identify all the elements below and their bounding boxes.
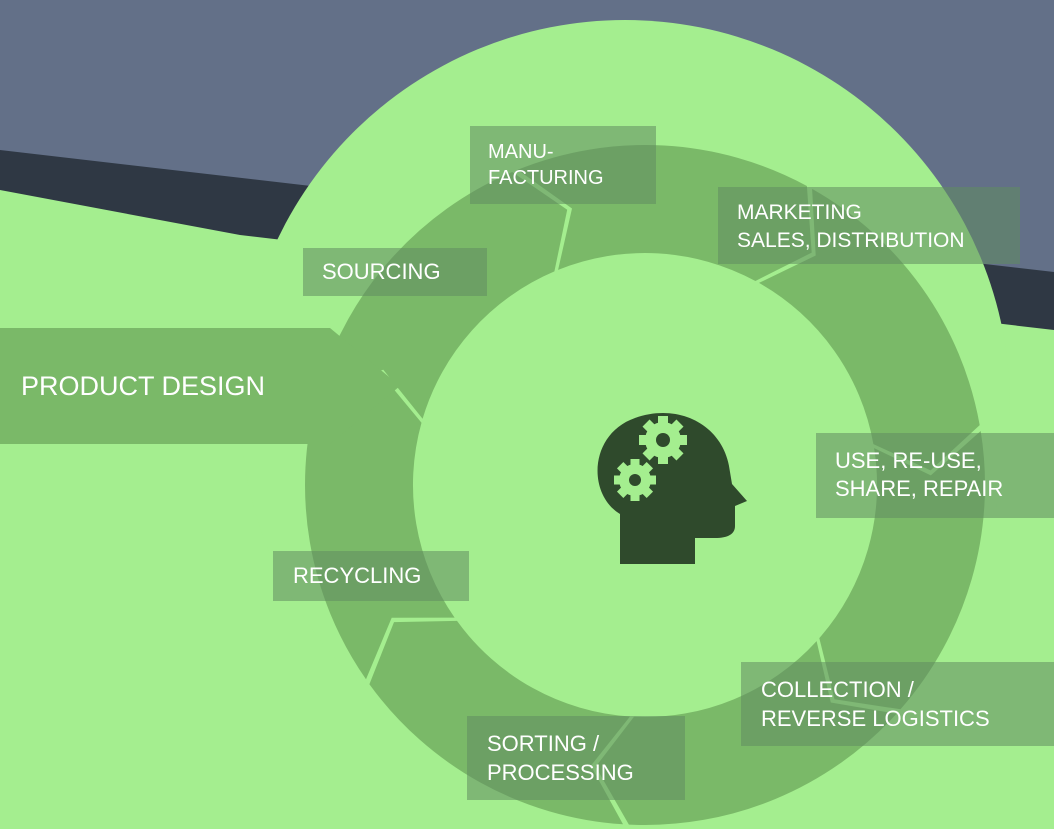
head-with-gears-icon bbox=[597, 413, 747, 564]
stage-collection: COLLECTION / REVERSE LOGISTICS bbox=[741, 662, 1054, 746]
stage-sorting: SORTING / PROCESSING bbox=[467, 716, 685, 800]
product-design-label: PRODUCT DESIGN bbox=[21, 371, 266, 401]
ring-segment-recycling bbox=[305, 374, 455, 680]
stage-marketing: MARKETING SALES, DISTRIBUTION bbox=[718, 187, 1020, 264]
stage-use: USE, RE-USE, SHARE, REPAIR bbox=[816, 433, 1054, 518]
stage-sourcing: SOURCING bbox=[303, 248, 487, 296]
stage-manufacturing: MANU- FACTURING bbox=[470, 126, 656, 204]
product-design-arrow bbox=[0, 328, 400, 444]
stage-recycling: RECYCLING bbox=[273, 551, 469, 601]
